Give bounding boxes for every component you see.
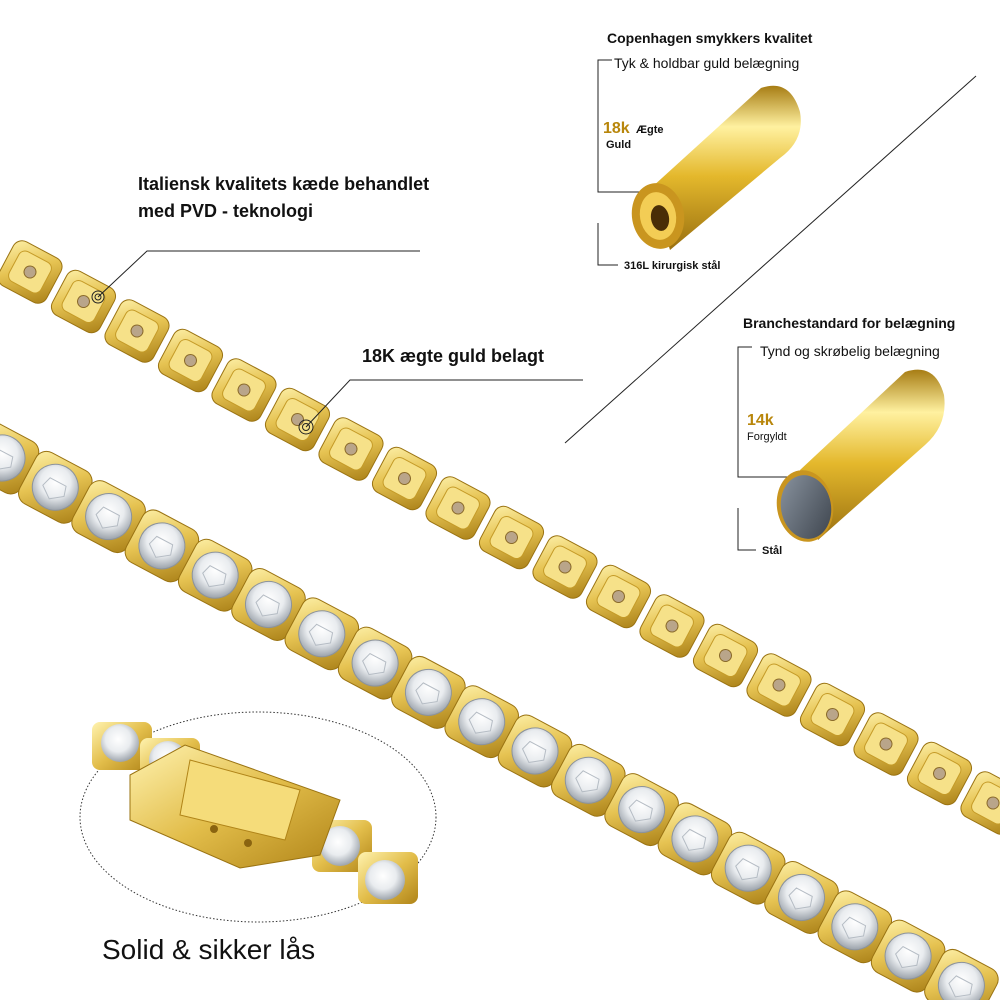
gold-word: Guld [606,139,632,151]
chain-link [264,387,331,452]
gold-tube-14k [776,369,945,542]
gem-link [657,802,733,876]
gem-link [177,538,253,612]
gem-link [124,509,200,583]
gem-link [924,948,999,1000]
chain-link [906,741,973,806]
pvd-leader-line [97,250,420,298]
chain-link [532,535,598,599]
thin-coating-leader [737,346,790,478]
chain-link [371,446,438,511]
karat-18k-label: 18k [603,120,630,137]
gem-link [337,626,413,700]
gem-link [764,861,839,934]
gem-link [604,773,679,847]
industry-standard-title: Branchestandard for belægning [743,315,956,331]
gem-link [284,597,360,671]
chain-link [853,712,919,776]
pvd-chain-label: Italiensk kvalitets kæde behandlet med P… [138,171,429,225]
chain-link [211,358,277,422]
gem-link [551,743,626,817]
clasp-dotted-outline [79,711,437,923]
gem-link [18,450,93,524]
chain-link [960,771,1000,835]
pvd-chain-label-line2: med PVD - teknologi [138,201,314,221]
chain-link [746,653,812,717]
gem-link [231,568,306,641]
gold-target-ring [298,419,314,435]
gem-link [71,480,146,554]
clasp-detail [79,711,437,923]
lower-chain [0,421,999,1000]
thick-coating-label: Tyk & holdbar guld belægning [614,55,800,71]
pvd-chain-label-line1: Italiensk kvalitets kæde behandlet [138,174,430,194]
chain-link [0,240,63,304]
gold-tube-18k [631,85,801,251]
chain-link [104,299,170,363]
genuine-word: Ægte [636,124,664,136]
chain-link [50,269,117,334]
chain-link [425,476,491,540]
copenhagen-quality-title: Copenhagen smykkers kvalitet [607,30,813,46]
thin-coating-label: Tynd og skrøbelig belægning [760,343,940,359]
chain-link [799,682,866,747]
surgical-steel-leader [597,223,618,266]
chain-link [157,328,224,393]
chain-link [692,623,759,688]
surgical-steel-label: 316L kirurgisk stål [624,260,721,272]
clasp-caption: Solid & sikker lås [102,934,316,965]
chain-link [318,417,384,481]
leader-lines [91,59,977,551]
pvd-target-ring [91,290,105,304]
gold-plated-word: Forgyldt [747,431,787,443]
gem-link [817,890,893,964]
gem-link [710,831,786,905]
chain-link [585,564,652,629]
chain-link [639,594,705,658]
chain-link [478,505,545,570]
divider-line [564,75,977,444]
upper-chain [0,240,1000,835]
gem-link [497,714,573,788]
gold-plated-label: 18K ægte guld belagt [362,346,545,366]
gem-link [870,919,946,993]
karat-14k-label: 14k [747,412,774,429]
steel-core-leader [737,508,756,551]
gold-leader-line [305,379,583,428]
thick-coating-leader [597,59,648,193]
gem-link [444,685,519,759]
steel-core-label: Stål [762,545,783,557]
